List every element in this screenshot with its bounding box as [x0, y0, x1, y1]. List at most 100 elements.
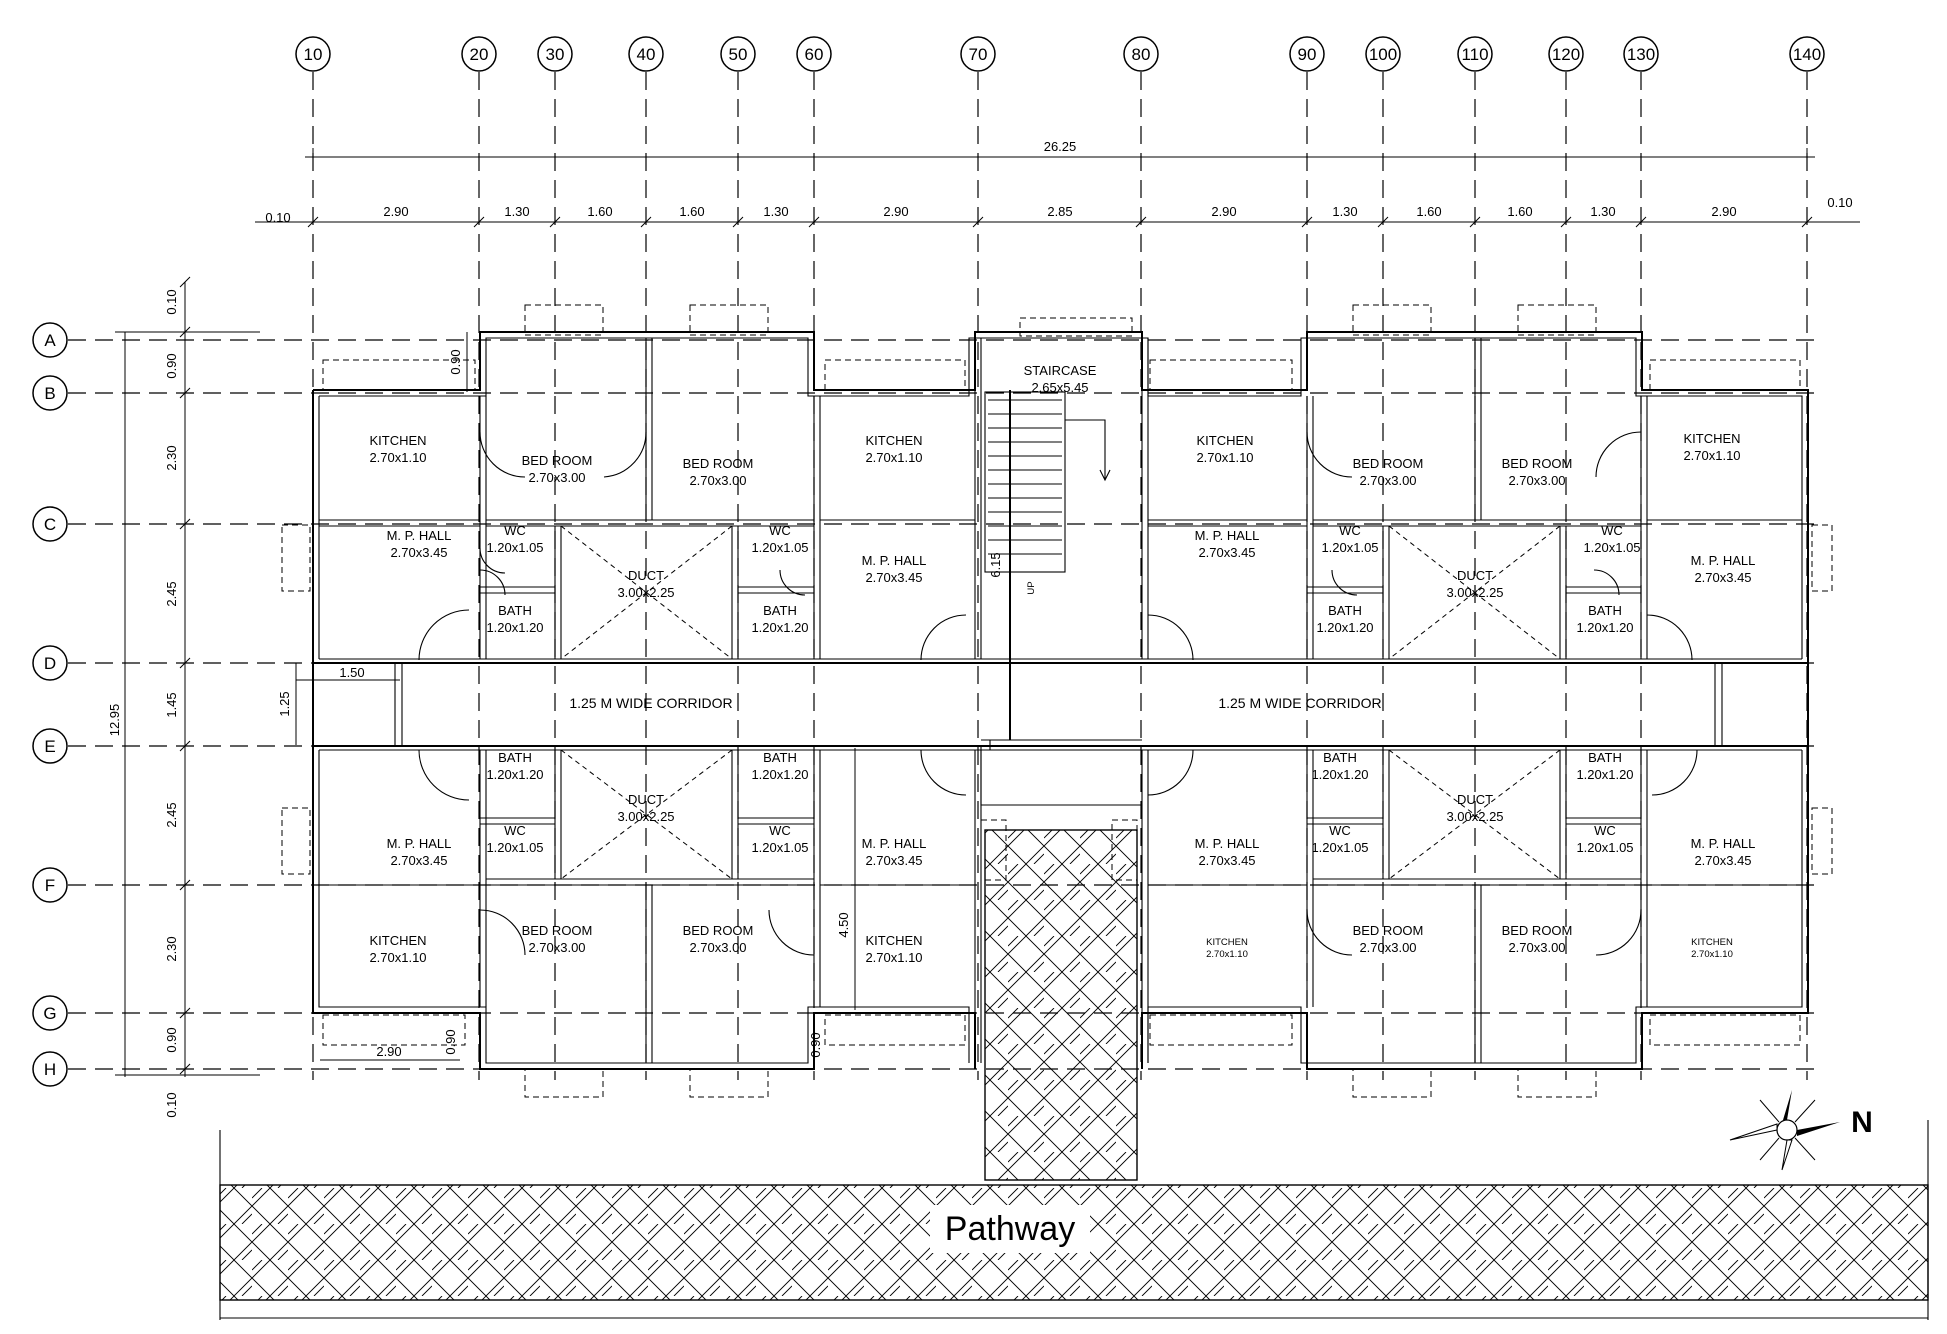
svg-text:A: A — [44, 331, 56, 350]
row-bubbles: A B C D E F G H — [32, 322, 68, 1087]
dim-segment: 2.85 — [1047, 204, 1072, 219]
corridor-labels: 1.25 M WIDE CORRIDOR 1.25 M WIDE CORRIDO… — [569, 695, 1381, 711]
dim-tick — [179, 879, 191, 891]
room-name: KITCHEN — [1196, 433, 1253, 448]
room-size: 1.20x1.05 — [751, 840, 808, 855]
corridor-label-right: 1.25 M WIDE CORRIDOR — [1218, 695, 1381, 711]
dim-segment: 2.90 — [383, 204, 408, 219]
dim-segment: 1.30 — [763, 204, 788, 219]
room-name: BATH — [1328, 603, 1362, 618]
svg-text:110: 110 — [1461, 45, 1488, 64]
room-size: 3.00x2.25 — [617, 809, 674, 824]
dim-segment: 2.45 — [164, 581, 179, 606]
grid-column-20: 20 — [461, 36, 497, 72]
dim-tick — [549, 216, 561, 228]
grid-column-130: 130 — [1623, 36, 1659, 72]
dim-segment: 0.10 — [164, 1092, 179, 1117]
staircase-steps: UP — [984, 391, 1111, 595]
room-name: DUCT — [1457, 568, 1493, 583]
building-walls — [312, 331, 1809, 1070]
room-size: 2.70x3.00 — [1508, 940, 1565, 955]
grid-column-110: 110 — [1457, 36, 1493, 72]
room-name: BED ROOM — [1502, 456, 1573, 471]
north-label: N — [1851, 1106, 1873, 1139]
dim-segment: 1.30 — [1332, 204, 1357, 219]
room-name: KITCHEN — [369, 433, 426, 448]
dim-tick — [1469, 216, 1481, 228]
grid-row-G: G — [32, 995, 68, 1031]
dim-segment: 2.90 — [1211, 204, 1236, 219]
dim-tick — [179, 326, 191, 338]
dim-segment: 1.30 — [1590, 204, 1615, 219]
room-size: 1.20x1.20 — [751, 767, 808, 782]
room-size: 3.00x2.25 — [617, 585, 674, 600]
dim-label: 2.90 — [376, 1044, 401, 1059]
room-size: 1.20x1.05 — [1311, 840, 1368, 855]
grid-row-E: E — [32, 728, 68, 764]
edge-right-label: 0.10 — [1827, 195, 1852, 210]
stair-up-label: UP — [1026, 581, 1037, 594]
dim-tick — [179, 276, 191, 288]
room-size: 2.70x3.45 — [390, 545, 447, 560]
room-size: 1.20x1.05 — [486, 540, 543, 555]
room-size: 1.20x1.05 — [486, 840, 543, 855]
room-size: 1.20x1.05 — [1321, 540, 1378, 555]
svg-text:50: 50 — [729, 45, 748, 64]
room-size: 2.70x3.45 — [1694, 570, 1751, 585]
room-name: BED ROOM — [522, 923, 593, 938]
room-name: M. P. HALL — [862, 836, 927, 851]
dim-segment: 2.30 — [164, 936, 179, 961]
room-size: 1.20x1.20 — [1576, 620, 1633, 635]
dim-label: 0.90 — [443, 1029, 458, 1054]
grid-column-70: 70 — [960, 36, 996, 72]
room-label: WC1.20x1.05 — [1311, 823, 1368, 855]
ducts — [560, 525, 1561, 880]
dim-segment: 1.30 — [504, 204, 529, 219]
room-size: 2.70x3.45 — [1198, 853, 1255, 868]
room-size: 2.70x3.00 — [1359, 940, 1416, 955]
room-name: WC — [1339, 523, 1361, 538]
room-name: BED ROOM — [683, 456, 754, 471]
room-size: 2.70x1.10 — [1196, 450, 1253, 465]
svg-text:20: 20 — [470, 45, 489, 64]
dim-tick — [179, 1063, 191, 1075]
room-name: KITCHEN — [1206, 937, 1248, 948]
svg-text:60: 60 — [805, 45, 824, 64]
room-size: 2.70x3.00 — [689, 473, 746, 488]
dim-tick — [1801, 216, 1813, 228]
room-size: 2.70x3.45 — [865, 853, 922, 868]
dim-label: 1.25 — [277, 691, 292, 716]
room-size: 2.70x1.10 — [865, 950, 922, 965]
dim-tick — [732, 216, 744, 228]
room-size: 1.20x1.05 — [751, 540, 808, 555]
north-arrow: N — [1729, 1090, 1873, 1171]
room-size: 2.70x1.10 — [369, 950, 426, 965]
dim-tick — [473, 216, 485, 228]
dim-tick — [179, 740, 191, 752]
room-size: 2.70x1.10 — [1206, 949, 1248, 960]
column-bubbles: 10 20 30 40 50 60 70 80 90 100 110 120 1… — [295, 36, 1825, 72]
grid-column-140: 140 — [1789, 36, 1825, 72]
room-size: 1.20x1.20 — [486, 767, 543, 782]
room-size: 1.20x1.20 — [751, 620, 808, 635]
room-name: M. P. HALL — [1691, 553, 1756, 568]
room-size: 2.70x3.00 — [528, 470, 585, 485]
dim-segment: 1.45 — [164, 692, 179, 717]
room-name: KITCHEN — [865, 433, 922, 448]
room-name: WC — [504, 823, 526, 838]
